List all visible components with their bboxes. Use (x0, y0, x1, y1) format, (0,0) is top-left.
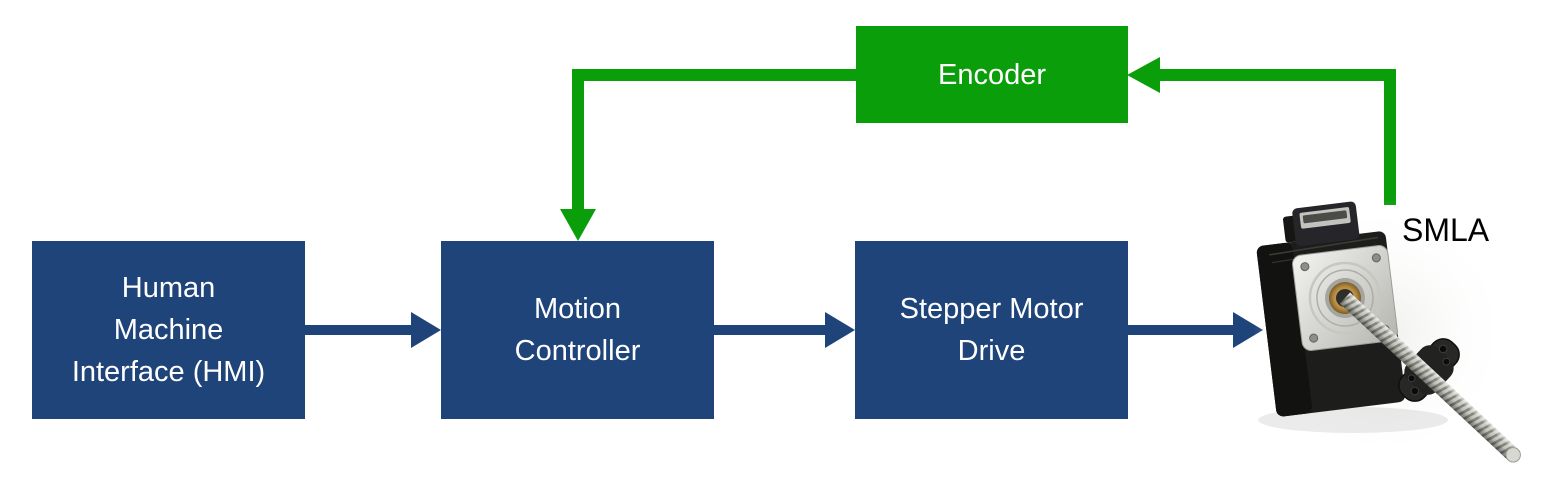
node-hmi-label-line2: Machine (113, 314, 224, 346)
node-motion-controller-label-line1: Motion (533, 293, 622, 325)
motor-connector (1283, 201, 1360, 246)
node-hmi: Human Machine Interface (HMI) (32, 241, 305, 419)
smla-label: SMLA (1402, 212, 1490, 248)
feedback-line-horizontal (572, 69, 856, 81)
arrowhead-left-icon (1127, 57, 1160, 93)
lead-screw (1339, 292, 1521, 463)
feedback-line-vertical (572, 69, 584, 209)
node-hmi-label-line3: Interface (HMI) (71, 356, 266, 388)
node-encoder: Encoder (856, 26, 1128, 123)
node-motion-controller-label-line2: Controller (514, 335, 641, 367)
arrowhead-down-icon (560, 209, 596, 241)
node-stepper-motor-drive-label-line1: Stepper Motor (899, 293, 1084, 325)
node-stepper-motor-drive: Stepper Motor Drive (855, 241, 1128, 419)
node-encoder-label: Encoder (937, 58, 1046, 91)
node-hmi-label-line1: Human (121, 272, 216, 304)
arrowhead-right-icon (825, 312, 855, 348)
feedback-line-horizontal (1160, 69, 1396, 81)
node-stepper-motor-drive-label-line2: Drive (957, 335, 1026, 367)
node-motion-controller: Motion Controller (441, 241, 714, 419)
arrow-shaft (305, 325, 412, 335)
arrow-shaft (1128, 325, 1234, 335)
arrowhead-right-icon (411, 312, 441, 348)
smla-photo (1253, 198, 1521, 466)
arrow-shaft (714, 325, 826, 335)
feedback-line-vertical (1384, 69, 1396, 205)
